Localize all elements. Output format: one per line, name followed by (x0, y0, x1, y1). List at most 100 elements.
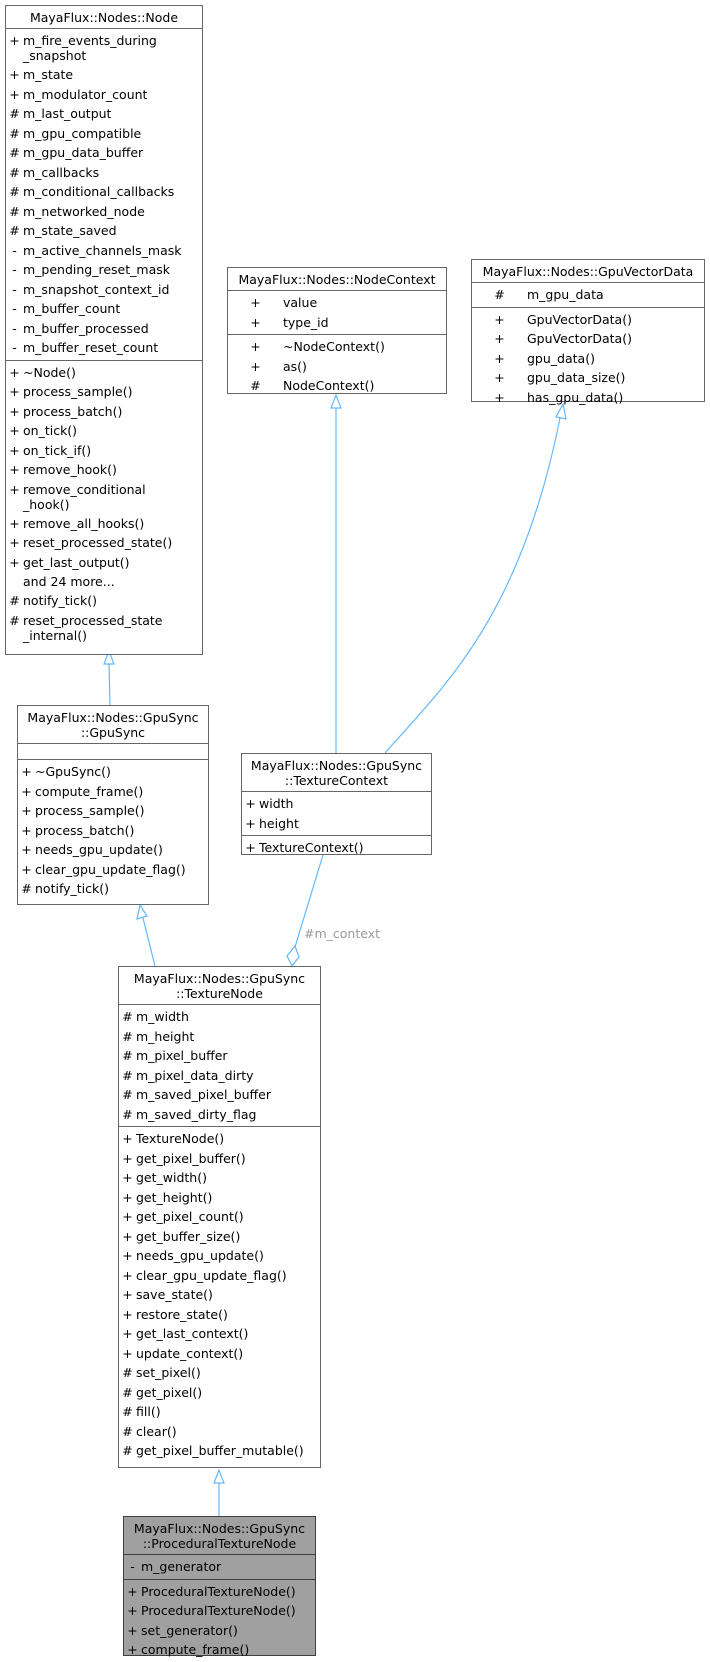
method-row[interactable]: +get_pixel_count() (119, 1207, 320, 1227)
method-row[interactable]: #notify_tick() (18, 879, 208, 899)
attribute-row[interactable]: #m_gpu_data (472, 285, 704, 305)
attribute-row[interactable]: +m_modulator_count (6, 85, 202, 105)
method-row[interactable]: +needs_gpu_update() (119, 1246, 320, 1266)
class-node[interactable]: MayaFlux::Nodes::Node+m_fire_events_duri… (5, 5, 203, 655)
attribute-row[interactable]: +height (242, 814, 431, 834)
attribute-row[interactable]: #m_height (119, 1027, 320, 1047)
method-row[interactable]: +TextureContext() (242, 838, 431, 858)
visibility-marker: + (127, 1622, 138, 1638)
visibility-marker: # (9, 593, 20, 608)
method-row[interactable]: +process_batch() (18, 821, 208, 841)
method-row[interactable]: +clear_gpu_update_flag() (18, 860, 208, 880)
class-procedural-texture-node[interactable]: MayaFlux::Nodes::GpuSync::ProceduralText… (123, 1516, 316, 1657)
class-gpusync[interactable]: MayaFlux::Nodes::GpuSync::GpuSync+~GpuSy… (17, 705, 209, 905)
method-row[interactable]: #get_pixel() (119, 1383, 320, 1403)
attribute-row[interactable]: #m_last_output (6, 104, 202, 124)
attribute-name: m_buffer_reset_count (23, 340, 159, 355)
method-row[interactable]: #get_pixel_buffer_mutable() (119, 1441, 320, 1461)
attribute-section: #m_gpu_data (472, 283, 704, 308)
method-row[interactable]: +GpuVectorData() (472, 310, 704, 330)
method-row[interactable]: and 24 more... (6, 572, 202, 591)
method-row[interactable]: #NodeContext() (228, 376, 446, 396)
visibility-marker: # (122, 1028, 133, 1044)
method-row[interactable]: +set_generator() (124, 1621, 315, 1641)
method-row[interactable]: +~NodeContext() (228, 337, 446, 357)
attribute-row[interactable]: #m_pixel_buffer (119, 1046, 320, 1066)
method-row[interactable]: +needs_gpu_update() (18, 840, 208, 860)
edge-texturecontext-to-gpuvectordata (384, 417, 561, 754)
method-row[interactable]: +on_tick_if() (6, 441, 202, 461)
method-row[interactable]: +~GpuSync() (18, 762, 208, 782)
attribute-row[interactable]: +m_fire_events_during _snapshot (6, 31, 202, 65)
attribute-row[interactable]: #m_gpu_compatible (6, 124, 202, 144)
method-row[interactable]: +remove_all_hooks() (6, 514, 202, 534)
attribute-row[interactable]: #m_conditional_callbacks (6, 182, 202, 202)
attribute-row[interactable]: #m_pixel_data_dirty (119, 1066, 320, 1086)
visibility-marker: + (9, 423, 20, 438)
attribute-name: m_width (136, 1009, 189, 1024)
attribute-row[interactable]: #m_width (119, 1007, 320, 1027)
attribute-row[interactable]: +m_state (6, 65, 202, 85)
attribute-row[interactable]: #m_state_saved (6, 221, 202, 241)
method-row[interactable]: +get_width() (119, 1168, 320, 1188)
method-name: on_tick() (23, 423, 78, 438)
method-row[interactable]: #reset_processed_state _internal() (6, 611, 202, 645)
method-row[interactable]: +has_gpu_data() (472, 388, 704, 408)
inherit-arrowhead-texturenode (213, 1468, 225, 1484)
attribute-row[interactable]: #m_gpu_data_buffer (6, 143, 202, 163)
method-row[interactable]: +update_context() (119, 1344, 320, 1364)
attribute-row[interactable]: +type_id (228, 313, 446, 333)
method-row[interactable]: +on_tick() (6, 421, 202, 441)
method-row[interactable]: +as() (228, 357, 446, 377)
method-row[interactable]: #fill() (119, 1402, 320, 1422)
method-row[interactable]: +get_last_output() (6, 553, 202, 573)
method-row[interactable]: +process_sample() (18, 801, 208, 821)
method-row[interactable]: +reset_processed_state() (6, 533, 202, 553)
method-row[interactable]: +get_pixel_buffer() (119, 1149, 320, 1169)
method-row[interactable]: #set_pixel() (119, 1363, 320, 1383)
attribute-row[interactable]: #m_callbacks (6, 163, 202, 183)
method-row[interactable]: +clear_gpu_update_flag() (119, 1266, 320, 1286)
attribute-row[interactable]: #m_saved_pixel_buffer (119, 1085, 320, 1105)
method-row[interactable]: +ProceduralTextureNode() (124, 1582, 315, 1602)
method-name: get_pixel_count() (136, 1209, 244, 1224)
method-row[interactable]: #notify_tick() (6, 591, 202, 611)
method-row[interactable]: +process_sample() (6, 382, 202, 402)
method-row[interactable]: +process_batch() (6, 402, 202, 422)
attribute-row[interactable]: +width (242, 794, 431, 814)
attribute-row[interactable]: -m_snapshot_context_id (6, 280, 202, 300)
attribute-row[interactable]: #m_saved_dirty_flag (119, 1105, 320, 1125)
inherit-arrowhead-gpusync (136, 903, 148, 920)
method-name: NodeContext() (283, 378, 375, 393)
attribute-row[interactable]: +value (228, 293, 446, 313)
method-row[interactable]: +compute_frame() (18, 782, 208, 802)
method-row[interactable]: +get_buffer_size() (119, 1227, 320, 1247)
method-row[interactable]: #clear() (119, 1422, 320, 1442)
method-row[interactable]: +TextureNode() (119, 1129, 320, 1149)
class-texture-node[interactable]: MayaFlux::Nodes::GpuSync::TextureNode#m_… (118, 966, 321, 1468)
method-row[interactable]: +remove_conditional _hook() (6, 480, 202, 514)
method-row[interactable]: +gpu_data_size() (472, 368, 704, 388)
attribute-row[interactable]: -m_active_channels_mask (6, 241, 202, 261)
method-row[interactable]: +compute_frame() (124, 1640, 315, 1660)
attribute-row[interactable]: -m_pending_reset_mask (6, 260, 202, 280)
attribute-row[interactable]: -m_buffer_count (6, 299, 202, 319)
attribute-section: -m_generator (124, 1555, 315, 1580)
method-row[interactable]: +restore_state() (119, 1305, 320, 1325)
method-row[interactable]: +get_height() (119, 1188, 320, 1208)
class-texture-context[interactable]: MayaFlux::Nodes::GpuSync::TextureContext… (241, 753, 432, 855)
attribute-row[interactable]: -m_buffer_reset_count (6, 338, 202, 358)
attribute-row[interactable]: -m_buffer_processed (6, 319, 202, 339)
method-row[interactable]: +~Node() (6, 363, 202, 383)
method-row[interactable]: +get_last_context() (119, 1324, 320, 1344)
class-gpu-vector-data[interactable]: MayaFlux::Nodes::GpuVectorData#m_gpu_dat… (471, 259, 705, 405)
attribute-row[interactable]: -m_generator (124, 1557, 315, 1577)
attribute-row[interactable]: #m_networked_node (6, 202, 202, 222)
method-row[interactable]: +ProceduralTextureNode() (124, 1601, 315, 1621)
visibility-marker: # (9, 125, 20, 141)
class-node-context[interactable]: MayaFlux::Nodes::NodeContext+value+type_… (227, 267, 447, 394)
method-row[interactable]: +save_state() (119, 1285, 320, 1305)
method-row[interactable]: +remove_hook() (6, 460, 202, 480)
method-row[interactable]: +gpu_data() (472, 349, 704, 369)
method-row[interactable]: +GpuVectorData() (472, 329, 704, 349)
